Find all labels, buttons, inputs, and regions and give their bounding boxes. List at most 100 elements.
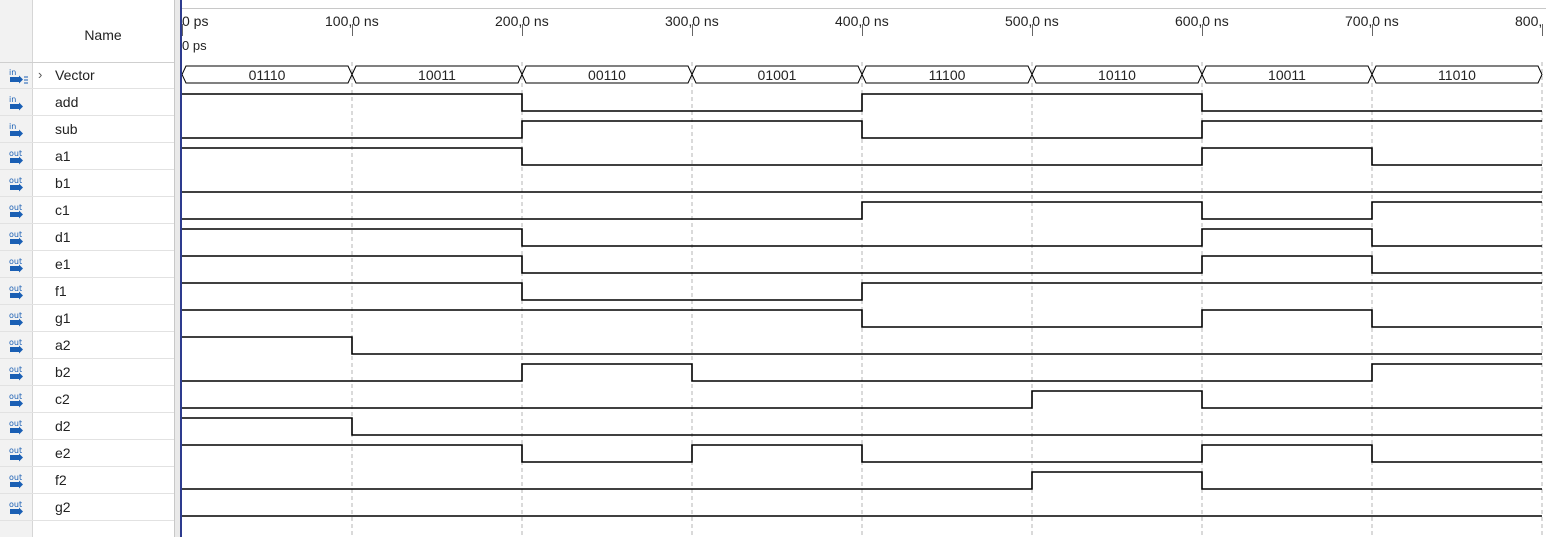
signal-name: f2: [55, 472, 67, 488]
signal-row-c2[interactable]: out c2: [0, 386, 174, 413]
pin-glyph: out: [9, 284, 23, 300]
cursor-bar: 0 ps: [182, 36, 1546, 61]
signal-name: b1: [55, 175, 71, 191]
signal-wave: [182, 201, 1542, 220]
ruler-tick-label: 200,0 ns: [495, 13, 549, 29]
row-divider: [0, 493, 174, 494]
output-pin-icon: out: [8, 500, 28, 516]
svg-text:in: in: [9, 68, 16, 77]
signal-name: add: [55, 94, 79, 110]
pin-glyph: out: [9, 257, 23, 273]
signal-row-c1[interactable]: out c1: [0, 197, 174, 224]
signal-wave: [182, 444, 1542, 463]
signal-wave: [182, 417, 1542, 436]
top-border: [0, 8, 1546, 9]
svg-text:out: out: [9, 203, 22, 212]
signal-row-sub[interactable]: in sub: [0, 116, 174, 143]
signal-wave: [182, 255, 1542, 274]
row-divider: [0, 142, 174, 143]
ruler-tick: [352, 24, 353, 36]
row-divider: [0, 250, 174, 251]
signal-name: g2: [55, 499, 71, 515]
output-pin-icon: out: [8, 230, 28, 246]
row-divider: [0, 196, 174, 197]
signal-wave: [182, 471, 1542, 490]
signal-name: a2: [55, 337, 71, 353]
svg-text:in: in: [9, 122, 16, 131]
signal-row-add[interactable]: in add: [0, 89, 174, 116]
row-divider: [0, 385, 174, 386]
svg-text:out: out: [9, 284, 22, 293]
signal-row-g2[interactable]: out g2: [0, 494, 174, 521]
signal-row-a1[interactable]: out a1: [0, 143, 174, 170]
row-divider: [0, 88, 174, 89]
expand-chevron-icon[interactable]: ›: [38, 67, 43, 82]
output-pin-icon: out: [8, 257, 28, 273]
ruler-tick-label: 100,0 ns: [325, 13, 379, 29]
output-pin-icon: out: [8, 365, 28, 381]
pin-glyph: out: [9, 230, 23, 246]
signal-row-f1[interactable]: out f1: [0, 278, 174, 305]
signal-name: a1: [55, 148, 71, 164]
row-divider: [0, 439, 174, 440]
bus-value: 10110: [1098, 67, 1136, 83]
signal-row-g1[interactable]: out g1: [0, 305, 174, 332]
ruler-tick-label: 700,0 ns: [1345, 13, 1399, 29]
output-pin-icon: out: [8, 473, 28, 489]
output-pin-icon: out: [8, 203, 28, 219]
svg-text:out: out: [9, 392, 22, 401]
svg-text:out: out: [9, 230, 22, 239]
row-divider: [0, 412, 174, 413]
signal-row-b2[interactable]: out b2: [0, 359, 174, 386]
name-column-header[interactable]: Name: [84, 27, 122, 43]
pin-glyph: out: [9, 473, 23, 489]
signal-row-f2[interactable]: out f2: [0, 467, 174, 494]
signal-row-vector[interactable]: in ›Vector: [0, 62, 174, 89]
output-pin-icon: out: [8, 284, 28, 300]
output-pin-icon: out: [8, 176, 28, 192]
output-pin-icon: out: [8, 446, 28, 462]
output-pin-icon: out: [8, 338, 28, 354]
svg-text:out: out: [9, 311, 22, 320]
signal-name: d1: [55, 229, 71, 245]
output-pin-icon: out: [8, 149, 28, 165]
pin-glyph: in: [9, 122, 23, 138]
signal-wave: [182, 363, 1542, 382]
svg-text:out: out: [9, 149, 22, 158]
input-pin-icon: in: [8, 122, 28, 138]
svg-text:out: out: [9, 500, 22, 509]
svg-text:out: out: [9, 257, 22, 266]
pin-glyph: in: [9, 68, 28, 84]
header-divider: [0, 62, 174, 63]
row-divider: [0, 115, 174, 116]
signal-row-b1[interactable]: out b1: [0, 170, 174, 197]
signal-row-e2[interactable]: out e2: [0, 440, 174, 467]
ruler-tick-label: 800,: [1515, 13, 1543, 29]
bus-segment: [1371, 65, 1543, 84]
cursor-time-label: 0 ps: [182, 38, 207, 53]
bus-value: 10011: [418, 67, 456, 83]
signal-row-e1[interactable]: out e1: [0, 251, 174, 278]
signal-wave: [182, 309, 1542, 328]
pin-glyph: out: [9, 149, 23, 165]
signal-name: c2: [55, 391, 70, 407]
pin-glyph: out: [9, 203, 23, 219]
ruler-tick-label: 500,0 ns: [1005, 13, 1059, 29]
signal-row-a2[interactable]: out a2: [0, 332, 174, 359]
signal-row-d1[interactable]: out d1: [0, 224, 174, 251]
signal-name: f1: [55, 283, 67, 299]
signal-name: e1: [55, 256, 71, 272]
svg-text:out: out: [9, 176, 22, 185]
signal-name: c1: [55, 202, 70, 218]
ruler-tick: [692, 24, 693, 36]
ruler-tick: [522, 24, 523, 36]
svg-text:out: out: [9, 338, 22, 347]
signal-name: sub: [55, 121, 78, 137]
pin-glyph: out: [9, 338, 23, 354]
signal-name: d2: [55, 418, 71, 434]
row-divider: [0, 466, 174, 467]
signal-row-d2[interactable]: out d2: [0, 413, 174, 440]
bus-value: 11100: [929, 67, 966, 83]
